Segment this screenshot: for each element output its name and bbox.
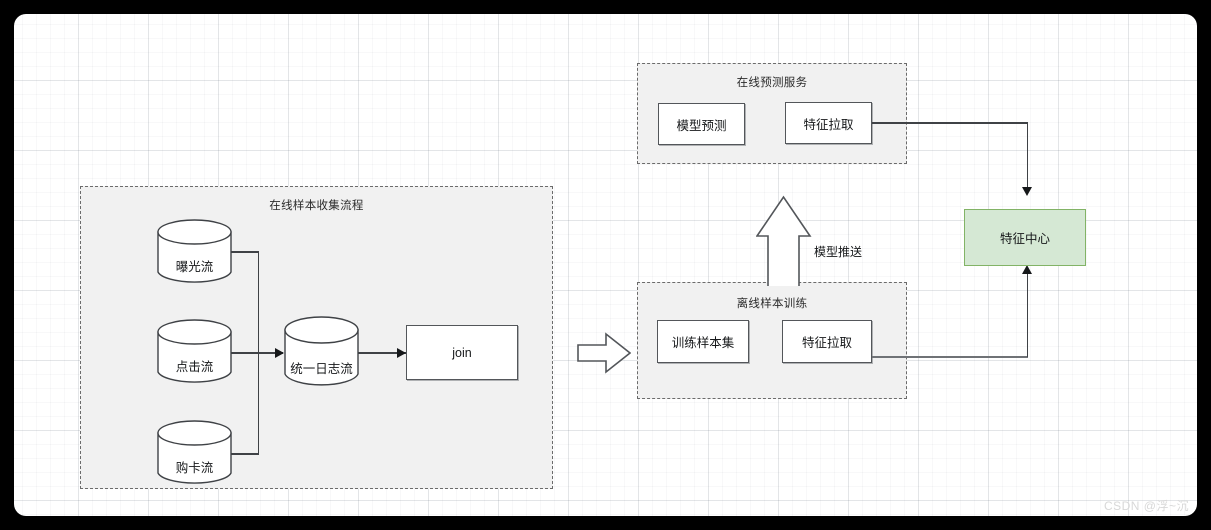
connector-online-feature-to-center-v xyxy=(1026,122,1029,190)
group-offline-training-title: 离线样本训练 xyxy=(736,298,808,310)
big-arrow-model-push-label: 模型推送 xyxy=(814,245,863,259)
node-model-predict[interactable]: 模型预测 xyxy=(658,103,745,145)
node-feature-center[interactable]: 特征中心 xyxy=(964,209,1086,266)
big-arrow-stage-transition xyxy=(577,332,631,374)
connector-unified-log-to-join xyxy=(358,352,406,354)
node-card-purchase-stream-label: 购卡流 xyxy=(175,461,214,475)
connector-bus-to-unified-log xyxy=(231,352,283,354)
node-feature-fetch-offline-label: 特征拉取 xyxy=(801,336,852,350)
connector-online-feature-to-center-h xyxy=(872,122,1028,124)
node-training-sample-set-label: 训练样本集 xyxy=(671,336,735,350)
node-feature-fetch-offline[interactable]: 特征拉取 xyxy=(782,320,872,363)
diagram-canvas[interactable]: 在线样本收集流程 曝光流 点击流 购卡流 xyxy=(14,14,1197,516)
node-model-predict-label: 模型预测 xyxy=(676,118,727,133)
node-feature-fetch-online-label: 特征拉取 xyxy=(803,117,854,132)
group-online-prediction-title: 在线预测服务 xyxy=(736,77,808,89)
arrowhead-into-feature-center-top xyxy=(1022,187,1032,196)
node-feature-center-label: 特征中心 xyxy=(999,232,1050,246)
arrowhead-to-unified-log xyxy=(275,347,284,358)
group-sample-collection-title: 在线样本收集流程 xyxy=(269,200,364,212)
watermark: CSDN @浮~沉 xyxy=(1103,499,1189,513)
node-unified-log-stream[interactable]: 统一日志流 xyxy=(284,316,359,390)
node-feature-fetch-online[interactable]: 特征拉取 xyxy=(785,102,872,144)
connector-card-to-bus-h xyxy=(231,453,259,455)
node-exposure-stream-label: 曝光流 xyxy=(175,260,214,274)
node-join-label: join xyxy=(452,345,472,360)
connector-exposure-to-bus-v xyxy=(257,251,260,353)
big-arrow-model-push xyxy=(756,195,812,287)
connector-card-to-bus-v xyxy=(257,352,260,454)
node-join[interactable]: join xyxy=(406,325,518,380)
arrowhead-to-join xyxy=(397,347,406,358)
arrowhead-into-feature-center-bottom xyxy=(1022,265,1032,274)
node-exposure-stream[interactable]: 曝光流 xyxy=(157,219,232,285)
node-card-purchase-stream[interactable]: 购卡流 xyxy=(157,420,232,486)
connector-offline-feature-to-center-v xyxy=(1026,272,1029,357)
node-click-stream-label: 点击流 xyxy=(175,360,214,374)
node-click-stream[interactable]: 点击流 xyxy=(157,319,232,385)
node-training-sample-set[interactable]: 训练样本集 xyxy=(657,320,749,363)
node-unified-log-stream-label: 统一日志流 xyxy=(290,362,353,376)
connector-exposure-to-bus-h xyxy=(231,251,259,253)
connector-offline-feature-to-center-h xyxy=(872,356,1028,358)
